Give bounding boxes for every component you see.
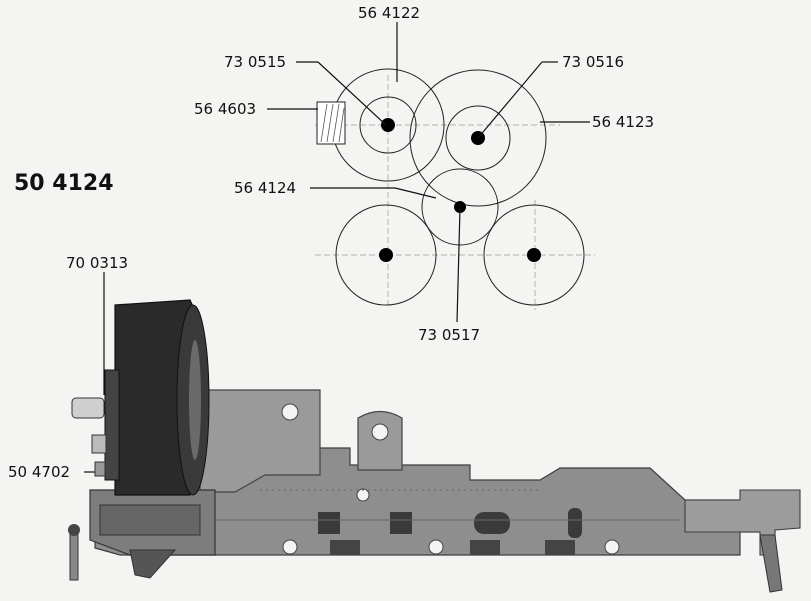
chassis-assembly	[68, 299, 801, 593]
frame-slot	[545, 540, 575, 555]
pinion-730515	[359, 96, 417, 154]
axle-dot	[527, 248, 541, 262]
frame-hole	[371, 423, 389, 441]
rear-hook	[759, 534, 783, 593]
worm-564603	[316, 101, 346, 145]
pinion-730516	[445, 105, 511, 171]
frame-slot	[474, 512, 510, 534]
frame-hole	[604, 539, 620, 555]
assembly-number: 50 4124	[14, 171, 114, 196]
front-pin-head	[68, 524, 80, 536]
axle-dot	[381, 118, 395, 132]
frame-hole	[281, 403, 299, 421]
label-564603: 56 4603	[194, 100, 256, 118]
frame-post	[357, 410, 403, 471]
part-labels: 50 4124 56 4122 73 0515 73 0516 56 4603 …	[8, 4, 654, 481]
brush-holder	[71, 397, 105, 419]
frame-slot	[390, 512, 412, 534]
frame-slot	[330, 540, 360, 555]
front-beam-cutout	[99, 504, 201, 536]
axle-dot	[454, 201, 466, 213]
label-730516: 73 0516	[562, 53, 624, 71]
frame-hole	[428, 539, 444, 555]
label-504702: 50 4702	[8, 463, 70, 481]
leader-lines	[84, 22, 590, 473]
frame-hole	[282, 539, 298, 555]
gear-564124	[421, 168, 499, 246]
label-700313: 70 0313	[66, 254, 128, 272]
label-730515: 73 0515	[224, 53, 286, 71]
axle-dot	[379, 248, 393, 262]
wheel-gear-left	[335, 204, 437, 306]
frame-slot	[470, 540, 500, 555]
front-skirt	[129, 549, 177, 579]
frame-slot	[318, 512, 340, 534]
label-564122: 56 4122	[358, 4, 420, 22]
gear-train	[315, 68, 595, 310]
motor	[71, 299, 210, 496]
label-730517: 73 0517	[418, 326, 480, 344]
label-564123: 56 4123	[592, 113, 654, 131]
frame-hole	[356, 488, 370, 502]
brush-holder	[91, 434, 107, 454]
gear-564123	[409, 69, 547, 207]
label-564124: 56 4124	[234, 179, 296, 197]
wheel-gear-right	[483, 204, 585, 306]
frame-slot	[568, 508, 582, 538]
